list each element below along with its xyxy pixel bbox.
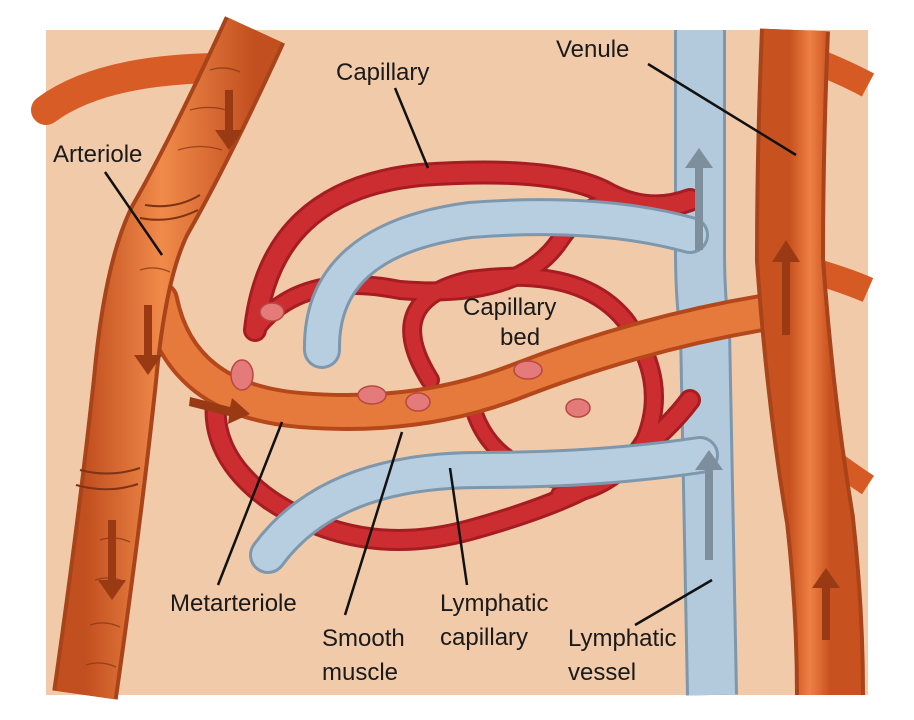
flow-arrows: [98, 90, 840, 640]
smooth-muscle-label-line2: muscle: [322, 659, 398, 686]
capillary-bed-label-line2: bed: [500, 324, 540, 351]
capillary-bed-label-line1: Capillary: [463, 294, 556, 321]
lymph-flow-arrows: [685, 148, 723, 560]
lymphatic-vessel-leader: [634, 578, 713, 627]
arrow-down-icon: [98, 520, 126, 600]
arteriole-label: Arteriole: [53, 141, 142, 168]
smooth-muscle-leader: [343, 431, 404, 616]
smooth-muscle: [405, 392, 431, 412]
venule-leader: [647, 62, 797, 157]
lymphatic-capillary-lower-fill: [252, 439, 716, 571]
arrow-up-icon: [685, 148, 713, 250]
arrow-up-icon: [695, 450, 723, 560]
arrow-down-icon: [215, 90, 243, 150]
arrow-right-icon: [189, 397, 250, 424]
arteriole-segments: [75, 194, 201, 491]
smooth-muscle: [259, 302, 285, 322]
arrow-up-icon: [772, 240, 800, 335]
lymphatic-capillary-leader: [448, 467, 469, 586]
lymphatic-capillary-label-line2: capillary: [440, 624, 528, 651]
lymphatic-vessel-label-line2: vessel: [568, 659, 636, 686]
smooth-muscle: [230, 359, 254, 391]
capillary-label: Capillary: [336, 59, 429, 86]
smooth-muscle-group: [230, 302, 591, 418]
lymphatic-capillary-label-line1: Lymphatic: [440, 590, 549, 617]
smooth-muscle: [513, 360, 543, 380]
arrow-down-icon: [134, 305, 162, 375]
smooth-muscle-label-line1: Smooth: [322, 625, 405, 652]
lymphatic-vessel-label-line1: Lymphatic: [568, 625, 677, 652]
capillary-leader: [393, 87, 430, 169]
arrow-up-icon: [812, 568, 840, 640]
arteriole-leader: [103, 171, 164, 256]
leader-lines: [103, 62, 797, 627]
metarteriole-label: Metarteriole: [170, 590, 297, 617]
arteriole-fill: [56, 17, 282, 700]
arteriole-branch: [31, 53, 230, 125]
lymphatic-vessel-fill: [677, 30, 735, 696]
smooth-muscle: [565, 398, 591, 418]
smooth-muscle: [357, 385, 387, 405]
metarteriole-leader: [216, 421, 284, 586]
venule-label: Venule: [556, 36, 629, 63]
lymphatic-capillary-upper-fill: [305, 201, 706, 366]
